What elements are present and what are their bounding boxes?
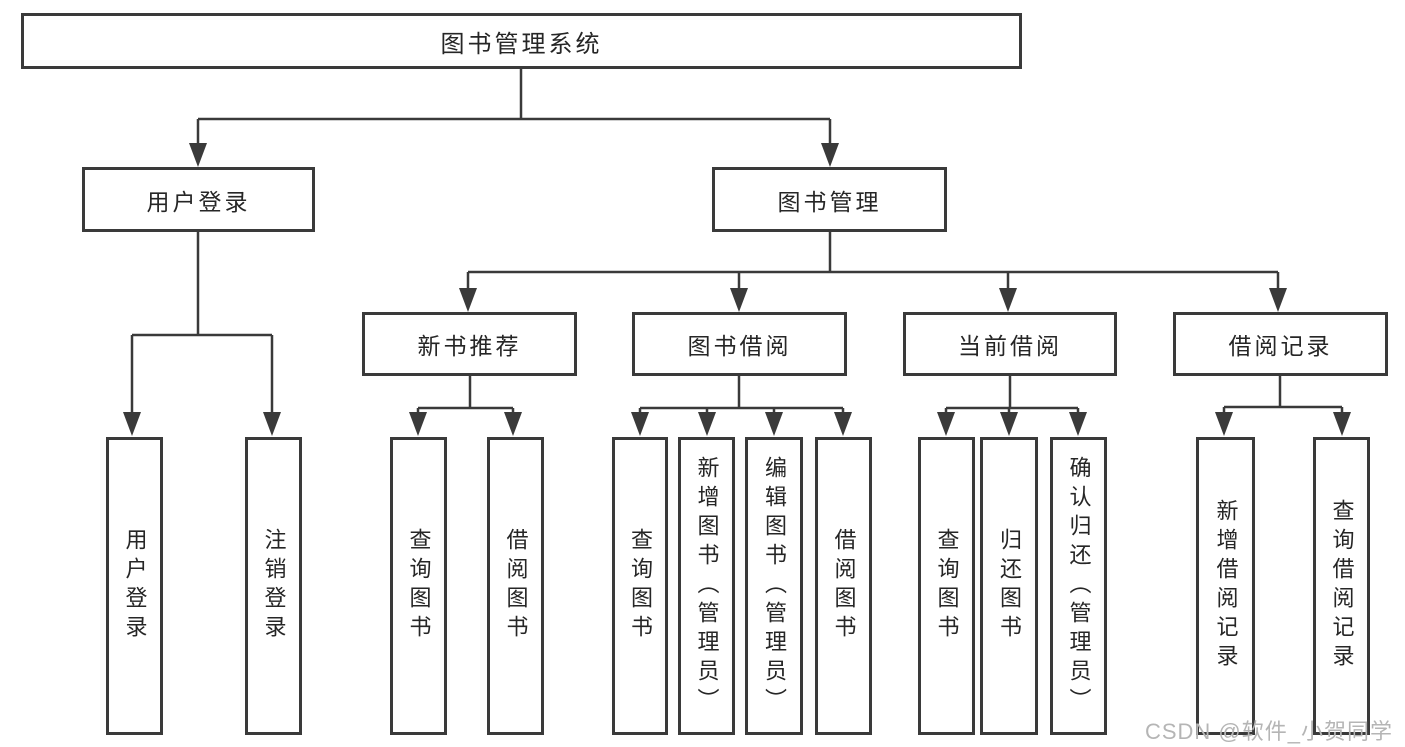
borrow-record-connector-line <box>1222 375 1344 416</box>
arrowhead-icon <box>409 412 427 436</box>
leaf-box-return-book: 归还图书 <box>980 437 1038 735</box>
arrowhead-icon <box>123 412 141 436</box>
book-management-connector-line <box>466 231 1280 292</box>
arrowhead-icon <box>1215 412 1233 436</box>
leaf-box-query-books-borrow: 查询图书 <box>612 437 668 735</box>
branch-box-book-management: 图书管理 <box>712 167 947 232</box>
branch-label: 用户登录 <box>146 188 251 215</box>
leaf-box-logout: 注销登录 <box>245 437 302 735</box>
branch-box-user-login: 用户登录 <box>82 167 315 232</box>
leaf-label: 归还图书 <box>997 528 1022 644</box>
arrowhead-icon <box>459 288 477 312</box>
leaf-label: 新增借阅记录 <box>1213 499 1239 673</box>
arrowheads <box>123 143 1351 436</box>
leaf-label: 编辑图书（管理员） <box>762 455 787 717</box>
leaf-label: 查询图书 <box>934 528 960 644</box>
new-book-connector-line <box>416 375 515 416</box>
arrowhead-icon <box>631 412 649 436</box>
module-box-new-book-recommend: 新书推荐 <box>362 312 577 376</box>
arrowhead-icon <box>834 412 852 436</box>
arrowhead-icon <box>765 412 783 436</box>
module-label: 新书推荐 <box>417 333 522 359</box>
leaf-label: 确认归还（管理员） <box>1066 455 1092 717</box>
module-label: 当前借阅 <box>958 333 1062 359</box>
module-box-book-borrow: 图书借阅 <box>632 312 847 376</box>
leaf-box-add-book-admin: 新增图书（管理员） <box>678 437 735 735</box>
arrowhead-icon <box>1333 412 1351 436</box>
arrowhead-icon <box>1269 288 1287 312</box>
arrowhead-icon <box>698 412 716 436</box>
leaf-box-edit-book-admin: 编辑图书（管理员） <box>745 437 803 735</box>
leaf-box-query-borrow-record: 查询借阅记录 <box>1313 437 1370 735</box>
module-label: 借阅记录 <box>1228 333 1333 359</box>
module-label: 图书借阅 <box>687 333 792 359</box>
arrowhead-icon <box>263 412 281 436</box>
leaf-label: 查询图书 <box>628 528 653 644</box>
leaf-label: 新增图书（管理员） <box>694 455 720 717</box>
leaf-box-add-borrow-record: 新增借阅记录 <box>1196 437 1255 735</box>
leaf-box-confirm-return-admin: 确认归还（管理员） <box>1050 437 1107 735</box>
arrowhead-icon <box>504 412 522 436</box>
leaf-box-user-login: 用户登录 <box>106 437 163 735</box>
leaf-box-query-books-recommend: 查询图书 <box>390 437 447 735</box>
book-borrow-connector-line <box>638 375 845 416</box>
module-box-current-borrow: 当前借阅 <box>903 312 1117 376</box>
branch-label: 图书管理 <box>777 188 882 215</box>
user-login-connector-line <box>130 231 274 416</box>
arrowhead-icon <box>999 288 1017 312</box>
leaf-label: 查询借阅记录 <box>1329 499 1355 673</box>
leaf-label: 查询图书 <box>406 528 432 644</box>
arrowhead-icon <box>821 143 839 167</box>
arrowhead-icon <box>1000 412 1018 436</box>
current-borrow-connector-line <box>944 375 1080 416</box>
leaf-box-query-books-current: 查询图书 <box>918 437 975 735</box>
root-connector-line <box>196 68 832 147</box>
leaf-label: 借阅图书 <box>503 528 529 644</box>
root-box-library-system: 图书管理系统 <box>21 13 1022 69</box>
leaf-label: 借阅图书 <box>831 528 857 644</box>
leaf-label: 用户登录 <box>122 528 148 644</box>
arrowhead-icon <box>937 412 955 436</box>
arrowhead-icon <box>730 288 748 312</box>
arrowhead-icon <box>189 143 207 167</box>
arrowhead-icon <box>1069 412 1087 436</box>
leaf-label: 注销登录 <box>261 528 287 644</box>
leaf-box-borrow-books-recommend: 借阅图书 <box>487 437 544 735</box>
csdn-watermark: CSDN @软件_小贺同学 <box>1144 719 1393 744</box>
module-box-borrow-record: 借阅记录 <box>1173 312 1388 376</box>
root-label: 图书管理系统 <box>440 30 603 58</box>
leaf-box-borrow-books: 借阅图书 <box>815 437 872 735</box>
